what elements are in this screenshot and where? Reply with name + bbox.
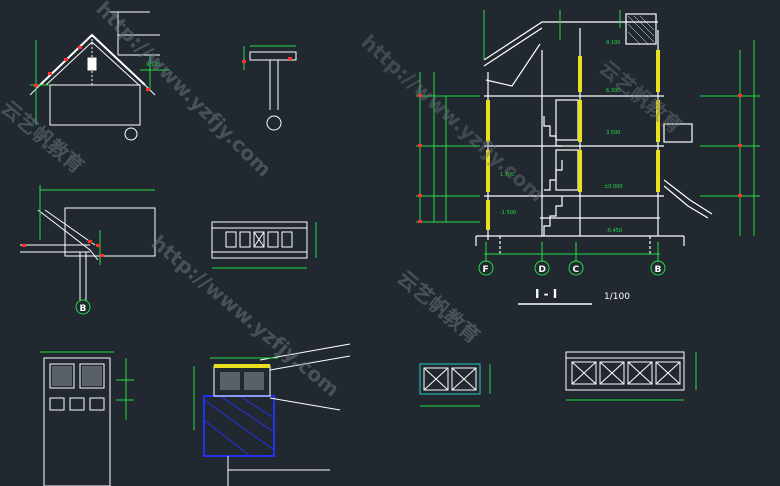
section-level-ticks bbox=[418, 94, 742, 223]
watermark-url-1: http://www.yzfjy.com bbox=[91, 0, 276, 181]
watermark-cn-3: 云艺帆教育 bbox=[595, 55, 687, 138]
door-window-dims bbox=[40, 351, 134, 420]
level-3500: 3.500 bbox=[606, 130, 620, 136]
axis-bubbles bbox=[478, 260, 666, 276]
door-window-elevation bbox=[43, 357, 111, 486]
axis-label-c: C bbox=[573, 265, 580, 275]
level-minus-450: -0.450 bbox=[606, 228, 622, 234]
railing-elevation bbox=[211, 221, 308, 259]
node-b-circle bbox=[75, 299, 91, 315]
axis-label-b: B bbox=[655, 265, 662, 275]
eave-ticks bbox=[22, 240, 104, 257]
section-scale: 1/100 bbox=[604, 292, 630, 302]
watermark-cn-1: 云艺帆教育 bbox=[0, 95, 89, 178]
watermark-url-3: http://www.yzfjy.com bbox=[357, 30, 550, 207]
axis-label-f: F bbox=[483, 265, 489, 275]
watermarks-extra: http://www.yzfjy.com 云艺帆教育 bbox=[357, 30, 687, 207]
level-1700: 1.700 bbox=[500, 172, 514, 178]
axis-label-d: D bbox=[539, 265, 546, 275]
small-window-detail bbox=[419, 363, 491, 407]
node-b-label: B bbox=[80, 304, 87, 314]
roof-gable-detail bbox=[29, 11, 160, 141]
roof-gable-ticks bbox=[34, 46, 150, 91]
watermark-cn-2: 云艺帆教育 bbox=[393, 265, 485, 348]
beam-connection-detail bbox=[249, 51, 297, 131]
level-9100: 9.100 bbox=[606, 40, 620, 46]
section-hatch-roof bbox=[627, 15, 655, 45]
roof-level-label: 9.100 bbox=[146, 62, 160, 68]
beam-connection-dims bbox=[243, 45, 296, 70]
eave-detail bbox=[20, 207, 156, 300]
roof-gable-dims bbox=[30, 40, 170, 125]
eave-dims bbox=[39, 185, 155, 265]
section-structure bbox=[475, 13, 713, 256]
level-6300: 6.300 bbox=[606, 88, 620, 94]
section-title: I - I bbox=[535, 287, 557, 301]
long-railing-detail bbox=[565, 351, 697, 401]
window-section-dims bbox=[193, 357, 278, 430]
level-0000: ±0.000 bbox=[604, 184, 623, 190]
section-columns bbox=[486, 50, 660, 230]
window-section-detail bbox=[203, 343, 351, 486]
railing-dims bbox=[212, 222, 317, 269]
beam-connection-ticks bbox=[242, 57, 292, 63]
level-minus-1500: -1.500 bbox=[500, 210, 516, 216]
